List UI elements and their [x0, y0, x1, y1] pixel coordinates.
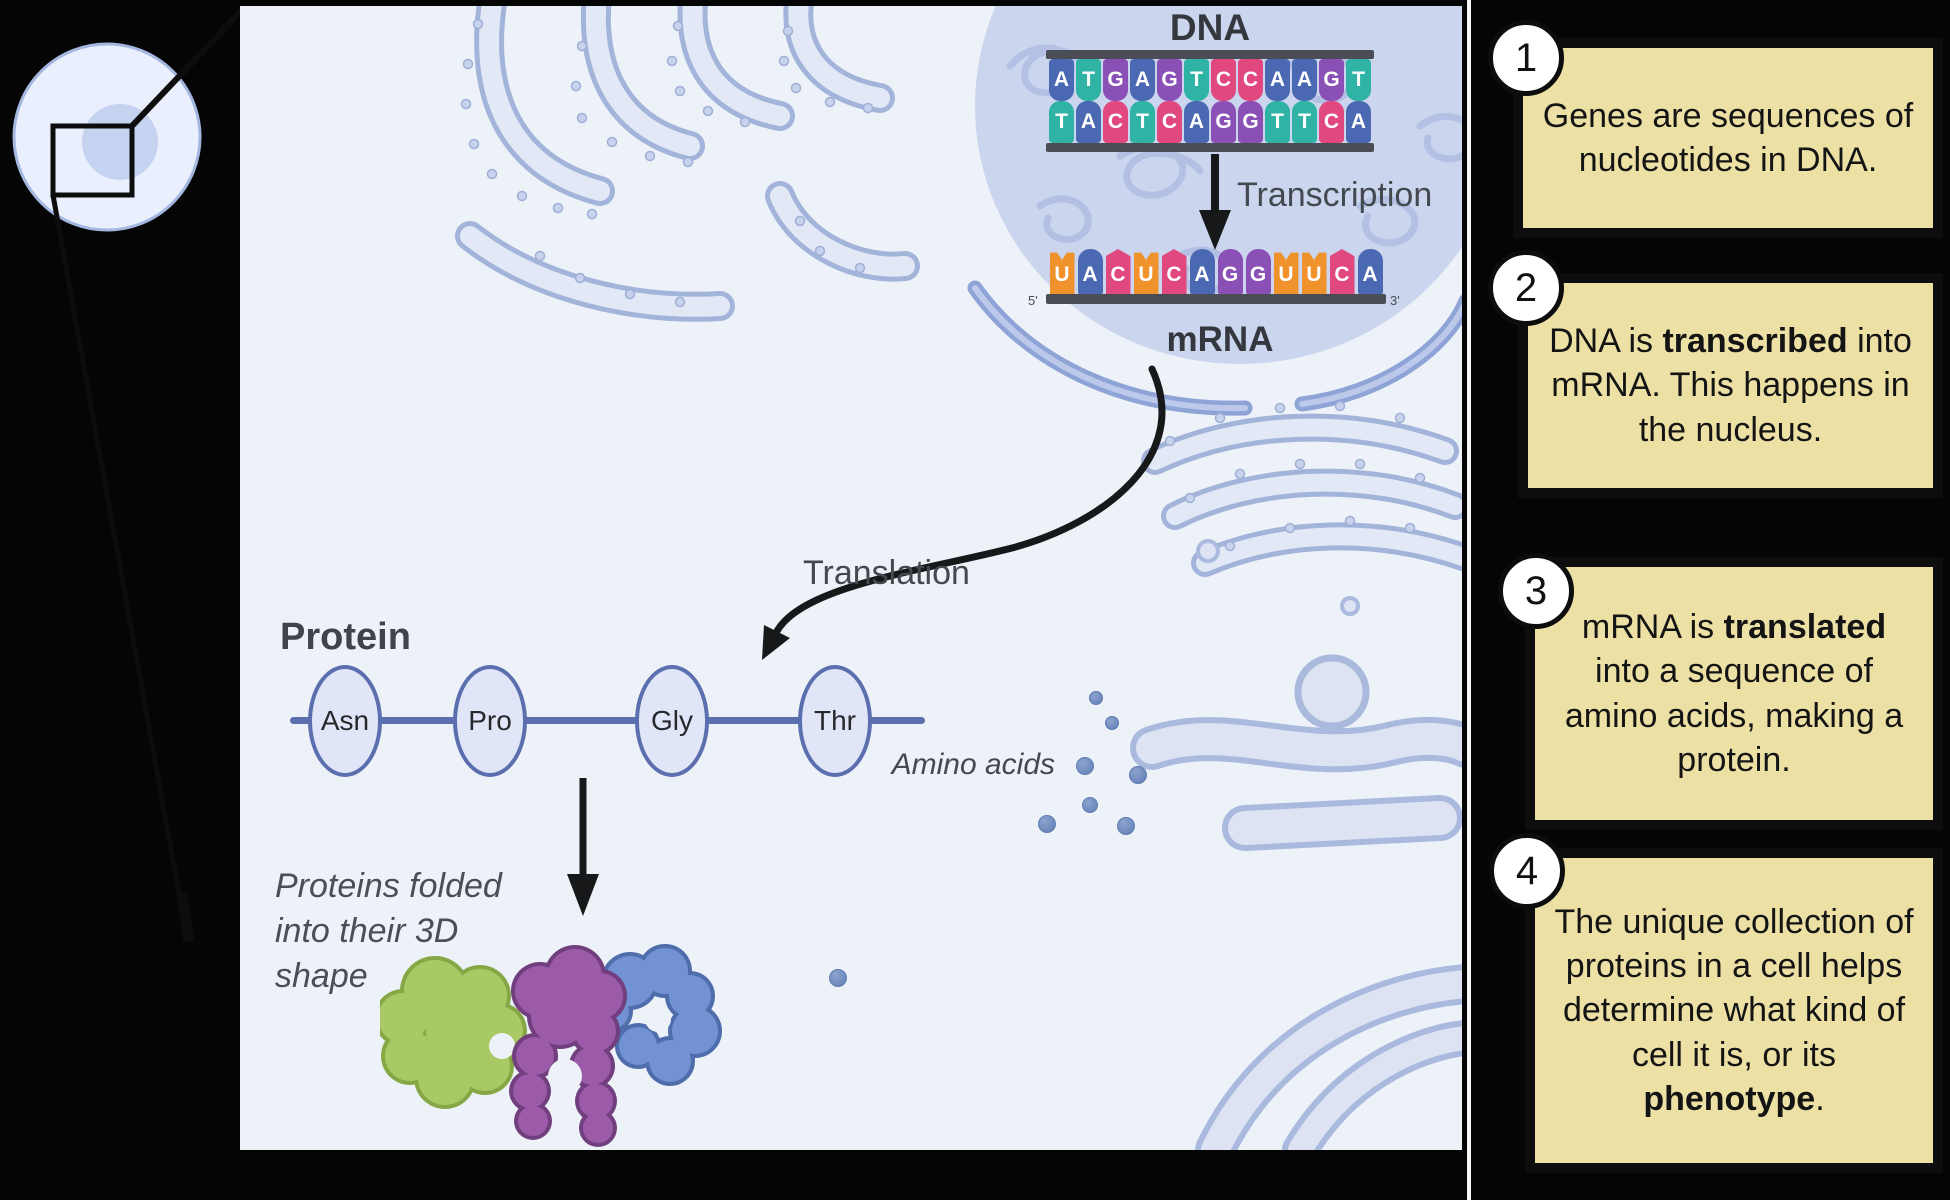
note-number-badge: 4: [1489, 833, 1565, 909]
nucleotide-A: A: [1292, 59, 1317, 101]
free-amino-acid-dot: [1117, 817, 1135, 835]
dna-backbone-bottom: [1046, 143, 1374, 152]
nucleotide-C: C: [1161, 249, 1187, 294]
folded-proteins-illustration: [380, 944, 722, 1147]
rough-er: [455, 6, 920, 322]
callout-line-bottom-cap: [176, 892, 195, 943]
dna-backbone-top: [1046, 50, 1374, 59]
nucleotide-A: A: [1049, 59, 1074, 101]
nucleotide-C: C: [1238, 59, 1263, 101]
folded-proteins-caption: Proteins folded into their 3D shape: [275, 867, 502, 995]
zoom-callout: [12, 5, 247, 943]
amino-acid-node: Gly: [635, 665, 709, 777]
free-amino-acid-dot: [1082, 797, 1098, 813]
amino-acids-caption: Amino acids: [891, 748, 1055, 781]
nucleotide-G: G: [1245, 249, 1271, 294]
nucleotide-T: T: [1292, 101, 1317, 143]
nuclear-envelope: [967, 280, 1462, 416]
three-prime-label: 3': [1390, 293, 1400, 308]
peptide-bond-line: [290, 717, 925, 724]
nucleotide-A: A: [1184, 101, 1209, 143]
amino-acid-node: Pro: [453, 665, 527, 777]
nucleotide-A: A: [1130, 59, 1155, 101]
five-prime-label: 5': [1028, 293, 1038, 308]
nucleotide-C: C: [1211, 59, 1236, 101]
note-text: mRNA is translated into a sequence of am…: [1564, 608, 1904, 779]
folded-protein-green: [380, 956, 527, 1109]
nucleotide-U: U: [1133, 252, 1159, 294]
mrna-label: mRNA: [1166, 320, 1274, 359]
golgi-shapes: [1130, 539, 1462, 1150]
nucleotide-T: T: [1049, 101, 1074, 143]
nucleotide-G: G: [1157, 59, 1182, 101]
zoom-square: [50, 123, 135, 198]
free-amino-acid-dot: [1076, 757, 1094, 775]
free-amino-acid-dot: [1129, 766, 1147, 784]
nucleotide-U: U: [1273, 252, 1299, 294]
translation-arrow: [762, 365, 1166, 660]
nucleotide-A: A: [1357, 249, 1383, 294]
nucleotide-C: C: [1319, 101, 1344, 143]
nucleotide-C: C: [1103, 101, 1128, 143]
nucleotide-A: A: [1077, 249, 1103, 294]
cell-nucleus-thumbnail: [82, 104, 158, 180]
note-number-badge: 3: [1498, 553, 1574, 629]
free-amino-acid-dot: [1105, 716, 1119, 730]
protein-label: Protein: [280, 616, 411, 658]
free-amino-acid-dot: [829, 969, 847, 987]
dna-label: DNA: [1169, 7, 1251, 48]
note-text: The unique collection of proteins in a c…: [1554, 903, 1914, 1118]
callout-line-top: [129, 5, 247, 129]
callout-line-bottom: [50, 194, 190, 939]
nucleotide-A: A: [1076, 101, 1101, 143]
free-amino-acid-dot: [1038, 815, 1056, 833]
nucleotide-T: T: [1184, 59, 1209, 101]
folding-arrow: [567, 778, 599, 916]
nucleotide-U: U: [1049, 252, 1075, 294]
nucleotide-T: T: [1346, 59, 1371, 101]
ribosome-dots: [460, 18, 874, 308]
folded-protein-purple: [509, 945, 627, 1147]
amino-acid-node: Asn: [308, 665, 382, 777]
note-number-badge: 1: [1488, 20, 1564, 96]
note-number-badge: 2: [1488, 250, 1564, 326]
nucleotide-C: C: [1157, 101, 1182, 143]
mrna-backbone: [1046, 294, 1386, 304]
nucleotide-G: G: [1238, 101, 1263, 143]
note-text: Genes are sequences of nucleotides in DN…: [1542, 96, 1914, 179]
nucleotide-G: G: [1103, 59, 1128, 101]
free-amino-acid-dot: [1089, 691, 1103, 705]
transcription-arrow: [1199, 154, 1231, 250]
nucleotide-C: C: [1105, 249, 1131, 294]
transcription-label: Transcription: [1237, 176, 1433, 214]
nucleotide-T: T: [1265, 101, 1290, 143]
protein-chain: Asn Pro Gly Thr: [270, 661, 930, 783]
note-box: mRNA is translated into a sequence of am…: [1525, 557, 1943, 830]
translation-label: Translation: [803, 554, 970, 592]
note-text: DNA is transcribed into mRNA. This happe…: [1549, 322, 1912, 449]
nucleotide-A: A: [1265, 59, 1290, 101]
nucleotide-A: A: [1346, 101, 1371, 143]
nucleotide-T: T: [1130, 101, 1155, 143]
nucleotide-G: G: [1319, 59, 1344, 101]
rough-er-right: [1141, 400, 1462, 577]
nucleotide-U: U: [1301, 252, 1327, 294]
nucleotide-T: T: [1076, 59, 1101, 101]
nucleotide-C: C: [1329, 249, 1355, 294]
nucleotide-G: G: [1217, 249, 1243, 294]
amino-acid-node: Thr: [798, 665, 872, 777]
note-box: The unique collection of proteins in a c…: [1525, 848, 1943, 1173]
nucleotide-G: G: [1211, 101, 1236, 143]
separator-line: [1467, 0, 1471, 1200]
nucleotide-A: A: [1189, 249, 1215, 294]
note-box: DNA is transcribed into mRNA. This happe…: [1518, 273, 1943, 498]
note-box: Genes are sequences of nucleotides in DN…: [1513, 38, 1943, 238]
